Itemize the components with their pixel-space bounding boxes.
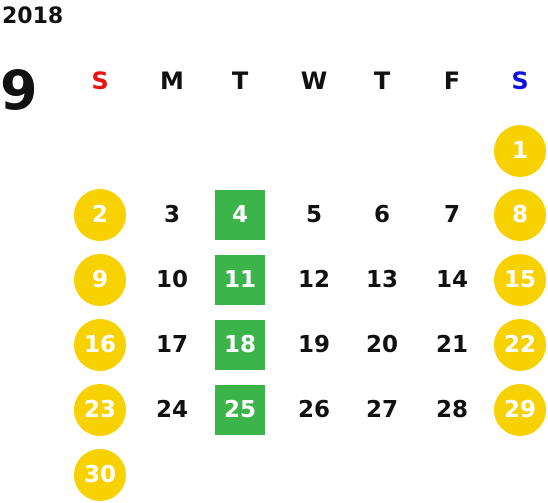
- day-18[interactable]: 18: [215, 320, 265, 370]
- day-16[interactable]: 16: [74, 319, 126, 371]
- day-3[interactable]: 3: [163, 202, 180, 228]
- weekday-thu: T: [373, 67, 391, 95]
- day-24[interactable]: 24: [155, 397, 188, 423]
- day-15[interactable]: 15: [494, 254, 546, 306]
- day-2[interactable]: 2: [74, 189, 126, 241]
- day-23[interactable]: 23: [74, 384, 126, 436]
- day-5[interactable]: 5: [305, 202, 322, 228]
- day-14[interactable]: 14: [435, 267, 468, 293]
- calendar-year: 2018: [2, 4, 64, 29]
- day-11[interactable]: 11: [215, 255, 265, 305]
- day-19[interactable]: 19: [297, 332, 330, 358]
- day-10[interactable]: 10: [155, 267, 188, 293]
- weekday-sat: S: [511, 67, 529, 95]
- day-21[interactable]: 21: [435, 332, 468, 358]
- day-4[interactable]: 4: [215, 190, 265, 240]
- day-8[interactable]: 8: [494, 189, 546, 241]
- day-30[interactable]: 30: [74, 449, 126, 501]
- day-20[interactable]: 20: [365, 332, 398, 358]
- day-13[interactable]: 13: [365, 267, 398, 293]
- day-25[interactable]: 25: [215, 385, 265, 435]
- weekday-fri: F: [443, 67, 461, 95]
- calendar-month: 9: [0, 59, 38, 122]
- day-12[interactable]: 12: [297, 267, 330, 293]
- day-17[interactable]: 17: [155, 332, 188, 358]
- weekday-sun: S: [91, 67, 109, 95]
- weekday-tue: T: [231, 67, 249, 95]
- weekday-mon: M: [160, 67, 184, 95]
- weekday-wed: W: [300, 67, 328, 95]
- day-6[interactable]: 6: [373, 202, 390, 228]
- day-1[interactable]: 1: [494, 125, 546, 177]
- day-7[interactable]: 7: [443, 202, 460, 228]
- day-28[interactable]: 28: [435, 397, 468, 423]
- day-27[interactable]: 27: [365, 397, 398, 423]
- day-9[interactable]: 9: [74, 254, 126, 306]
- day-29[interactable]: 29: [494, 384, 546, 436]
- day-26[interactable]: 26: [297, 397, 330, 423]
- day-22[interactable]: 22: [494, 319, 546, 371]
